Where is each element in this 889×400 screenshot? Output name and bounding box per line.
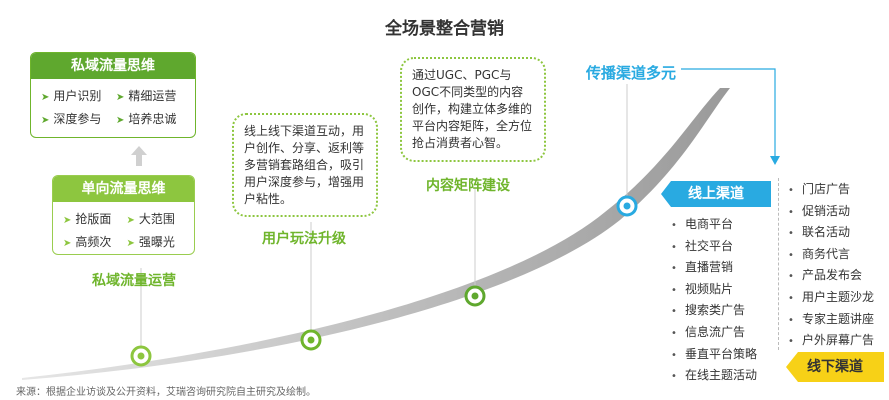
bullet-dot-icon: • <box>671 241 677 253</box>
list-item: •促销活动 <box>788 203 851 218</box>
bullet-dot-icon: • <box>788 249 794 261</box>
online-channel-tag: 线上渠道 <box>661 181 771 207</box>
milestone-dot-icon <box>130 345 152 367</box>
offline-channel-tag: 线下渠道 <box>786 352 884 382</box>
one-way-thinking-title: 单向流量思维 <box>53 176 194 202</box>
stage2-description: 线上线下渠道互动，用户创作、分享、返利等多营销套路组合，吸引用户深度参与，增强用… <box>232 113 378 217</box>
grid-item: ➤精细运营 <box>116 89 177 103</box>
list-item: •直播营销 <box>671 260 734 275</box>
bullet-dot-icon: • <box>671 263 677 275</box>
online-channel-list: •电商平台 •社交平台 •直播营销 •视频贴片 •搜索类广告 •信息流广告 •垂… <box>671 215 757 388</box>
divider <box>778 178 779 350</box>
list-item: •门店广告 <box>788 182 851 196</box>
milestone-dot-icon <box>616 195 638 217</box>
bullet-dot-icon: • <box>671 349 677 361</box>
list-item: •在线主题活动 <box>671 368 758 383</box>
list-item: •产品发布会 <box>788 268 863 283</box>
list-item: •电商平台 <box>671 217 734 231</box>
list-item: •社交平台 <box>671 238 734 253</box>
private-domain-thinking-box: 私域流量思维 ➤用户识别 ➤精细运营 ➤深度参与 ➤培养忠诚 <box>30 52 196 138</box>
bullet-dot-icon: • <box>671 306 677 318</box>
channel-arrow-line <box>681 68 776 158</box>
source-note: 来源：根据企业访谈及公开资料，艾瑞咨询研究院自主研究及绘制。 <box>16 387 316 398</box>
list-item: •商务代言 <box>788 246 851 261</box>
one-way-thinking-box: 单向流量思维 ➤抢版面 ➤大范围 ➤高频次 ➤强曝光 <box>52 175 195 255</box>
up-arrow-icon <box>131 146 147 166</box>
bullet-dot-icon: • <box>671 327 677 339</box>
list-item: •搜索类广告 <box>671 303 746 318</box>
bullet-arrow-icon: ➤ <box>126 238 135 249</box>
grid-item: ➤抢版面 <box>63 212 112 226</box>
stage4-label: 传播渠道多元 <box>586 64 677 82</box>
list-item: •用户主题沙龙 <box>788 289 875 304</box>
offline-channel-list: •门店广告 •促销活动 •联名活动 •商务代言 •产品发布会 •用户主题沙龙 •… <box>788 180 874 353</box>
bullet-arrow-icon: ➤ <box>41 92 50 103</box>
grid-item: ➤培养忠诚 <box>116 112 177 126</box>
bullet-dot-icon: • <box>788 314 794 326</box>
stage3-label: 内容矩阵建设 <box>426 178 510 194</box>
bullet-dot-icon: • <box>671 284 677 296</box>
bullet-arrow-icon: ➤ <box>63 215 72 226</box>
list-item: •信息流广告 <box>671 324 746 339</box>
milestone-dot-icon <box>464 285 486 307</box>
bullet-arrow-icon: ➤ <box>63 238 72 249</box>
channel-arrow-head <box>770 156 780 165</box>
page-title: 全场景整合营销 <box>385 19 504 39</box>
bullet-dot-icon: • <box>788 228 794 240</box>
milestone-dot-icon <box>300 329 322 351</box>
grid-item: ➤大范围 <box>126 212 175 226</box>
grid-item: ➤深度参与 <box>41 112 102 126</box>
stage1-label: 私域流量运营 <box>92 273 176 289</box>
stage2-label: 用户玩法升级 <box>262 231 346 247</box>
bullet-dot-icon: • <box>788 206 794 218</box>
private-domain-thinking-title: 私域流量思维 <box>31 53 195 79</box>
bullet-dot-icon: • <box>788 292 794 304</box>
bullet-arrow-icon: ➤ <box>116 92 125 103</box>
stage3-description: 通过UGC、PGC与OGC不同类型的内容创作，构建立体多维的平台内容矩阵，全方位… <box>400 57 546 162</box>
bullet-dot-icon: • <box>671 220 677 231</box>
bullet-arrow-icon: ➤ <box>126 215 135 226</box>
bullet-arrow-icon: ➤ <box>116 115 125 126</box>
list-item: •视频贴片 <box>671 281 734 296</box>
bullet-dot-icon: • <box>788 271 794 283</box>
grid-item: ➤强曝光 <box>126 235 175 249</box>
list-item: •垂直平台策略 <box>671 346 758 361</box>
grid-item: ➤用户识别 <box>41 89 102 103</box>
bullet-arrow-icon: ➤ <box>41 115 50 126</box>
bullet-dot-icon: • <box>788 185 794 196</box>
grid-item: ➤高频次 <box>63 235 112 249</box>
bullet-dot-icon: • <box>788 336 794 348</box>
list-item: •专家主题讲座 <box>788 311 875 326</box>
list-item: •联名活动 <box>788 225 851 240</box>
growth-curve <box>22 88 730 380</box>
list-item: •户外屏幕广告 <box>788 333 875 348</box>
bullet-dot-icon: • <box>671 371 677 383</box>
